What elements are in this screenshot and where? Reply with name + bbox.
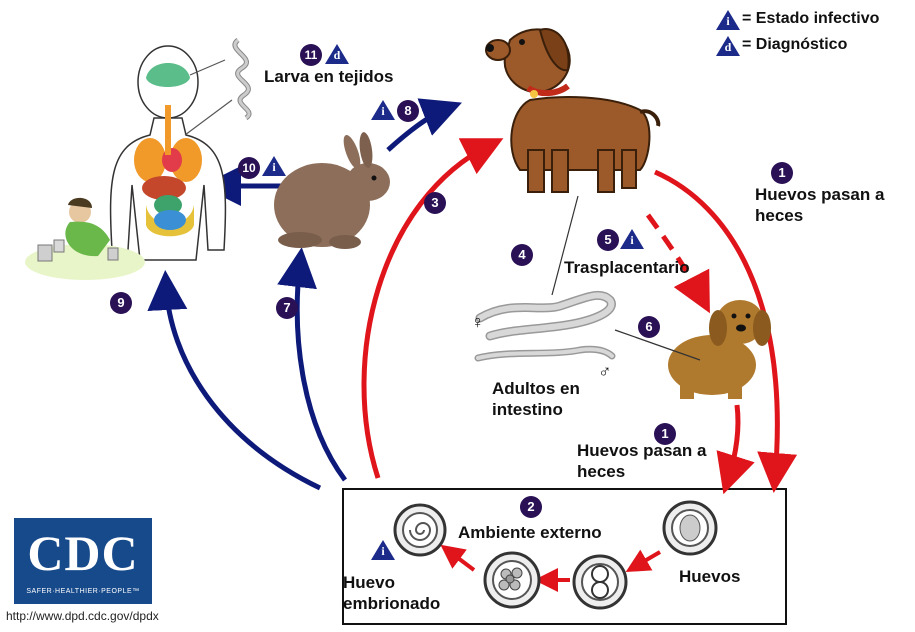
egg-unembryonated (664, 502, 716, 554)
infective-marker-10: i (262, 156, 286, 176)
label-huevo-embrionado-line2: embrionado (343, 594, 440, 614)
adult-worms (478, 196, 700, 360)
female-symbol: ♀ (471, 312, 485, 332)
step-10: 10 (238, 157, 260, 179)
legend-diagnostic-icon: d (716, 36, 740, 56)
source-url: http://www.dpd.cdc.gov/dpdx (6, 609, 159, 623)
arrow-puppy-to-environment (728, 405, 738, 480)
human-figure (111, 46, 226, 260)
label-huevos-heces-2-line1: Huevos pasan a (577, 441, 706, 461)
label-ambiente-externo: Ambiente externo (458, 523, 602, 543)
infective-marker-5: i (620, 229, 644, 249)
male-symbol: ♂ (598, 361, 612, 381)
arrow-environment-to-rabbit (297, 262, 345, 480)
label-huevos-heces-1-line2: heces (755, 206, 803, 226)
step-1-dog: 1 (771, 162, 793, 184)
label-adultos-line1: Adultos en (492, 379, 580, 399)
egg-embryonated (395, 505, 445, 555)
step-9: 9 (110, 292, 132, 314)
label-huevos-heces-1-line1: Huevos pasan a (755, 185, 884, 205)
legend-infective-label: = Estado infectivo (742, 10, 879, 28)
egg-two-cell (574, 556, 626, 608)
label-huevos-heces-2-line2: heces (577, 462, 625, 482)
infective-marker-8: i (371, 100, 395, 120)
label-huevo-embrionado-line1: Huevo (343, 573, 395, 593)
label-larva-en-tejidos: Larva en tejidos (264, 67, 393, 87)
label-huevos: Huevos (679, 567, 740, 587)
diagnostic-marker-11: d (325, 44, 349, 64)
label-adultos-line2: intestino (492, 400, 563, 420)
cdc-logo-tagline: SAFER·HEALTHIER·PEOPLE™ (14, 588, 152, 595)
rabbit-drawing (274, 131, 390, 249)
step-11: 11 (300, 44, 322, 66)
step-2: 2 (520, 496, 542, 518)
step-6: 6 (638, 316, 660, 338)
infective-marker-embryonated: i (371, 540, 395, 560)
legend-infective-icon: i (716, 10, 740, 30)
leader-line-adults (552, 196, 578, 295)
step-3: 3 (424, 192, 446, 214)
cdc-logo-text: CDC (14, 524, 152, 582)
cdc-logo: CDC SAFER·HEALTHIER·PEOPLE™ (14, 518, 152, 604)
label-trasplacentario: Trasplacentario (564, 258, 690, 278)
step-5: 5 (597, 229, 619, 251)
legend-diagnostic-label: = Diagnóstico (742, 36, 847, 54)
step-7: 7 (276, 297, 298, 319)
step-8: 8 (397, 100, 419, 122)
step-4: 4 (511, 244, 533, 266)
puppy-drawing (668, 300, 771, 399)
dog-drawing (486, 29, 658, 192)
egg-morula (485, 553, 539, 607)
